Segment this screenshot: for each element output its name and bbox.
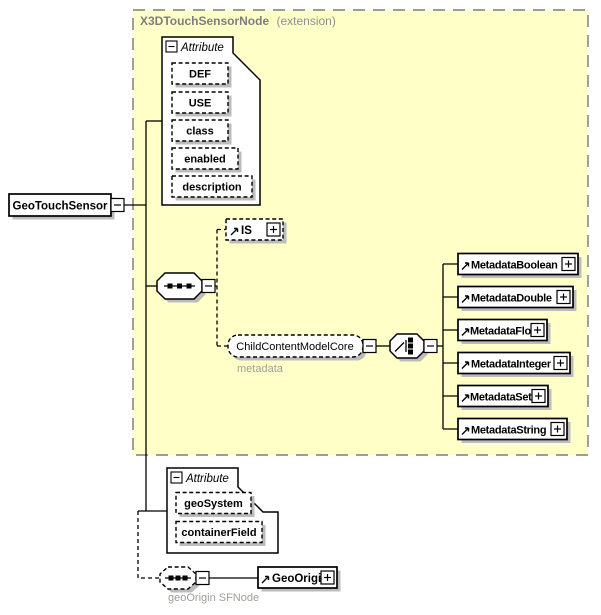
svg-text:enabled: enabled	[184, 154, 226, 166]
node-is[interactable]: IS	[225, 218, 287, 244]
collapse-icon[interactable]	[201, 278, 216, 294]
sequence-icon	[165, 575, 191, 581]
node-geotouchsensor-label: GeoTouchSensor	[13, 201, 109, 213]
expand-icon[interactable]	[553, 355, 568, 371]
attribute-group-top: Attribute DEF USE class enabled descript…	[161, 36, 261, 206]
node-metadatainteger[interactable]: MetadataInteger	[457, 351, 574, 378]
attribute-group-bottom-label: Attribute	[185, 473, 229, 485]
collapse-icon[interactable]	[170, 471, 183, 484]
node-geotouchsensor[interactable]: GeoTouchSensor	[8, 193, 125, 220]
attribute-class[interactable]: class	[171, 119, 232, 145]
expand-icon[interactable]	[550, 421, 565, 437]
attribute-use[interactable]: USE	[171, 91, 232, 117]
attribute-group-top-label: Attribute	[180, 42, 224, 54]
choice-icon	[394, 337, 413, 355]
node-metadatadouble[interactable]: MetadataDouble	[457, 285, 577, 312]
attribute-def[interactable]: DEF	[171, 62, 232, 88]
optional-sequence-compositor[interactable]	[159, 566, 210, 593]
svg-text:containerField: containerField	[181, 527, 256, 539]
node-childcontentmodelcore-label: ChildContentModelCore	[236, 341, 353, 353]
svg-text:description: description	[182, 182, 242, 194]
sequence-compositor[interactable]	[156, 272, 216, 303]
extension-region-title: X3DTouchSensorNode (extension)	[140, 14, 336, 28]
svg-text:MetadataBoolean: MetadataBoolean	[471, 260, 558, 272]
collapse-icon[interactable]	[362, 338, 377, 354]
svg-text:MetadataInteger: MetadataInteger	[471, 359, 552, 371]
attribute-enabled[interactable]: enabled	[171, 147, 242, 173]
expand-icon[interactable]	[531, 388, 546, 404]
collapse-icon[interactable]	[195, 570, 210, 586]
expand-icon[interactable]	[320, 570, 335, 585]
connector-lines	[124, 120, 458, 579]
attribute-group-bottom: Attribute geoSystem containerField	[166, 467, 279, 554]
attribute-containerfield[interactable]: containerField	[175, 520, 266, 547]
node-metadatastring[interactable]: MetadataString	[457, 417, 571, 444]
geoorigin-annotation: geoOrigin SFNode	[168, 592, 259, 604]
node-metadatafloat[interactable]: MetadataFloat	[457, 318, 551, 345]
choice-compositor[interactable]	[389, 333, 438, 362]
svg-text:class: class	[186, 126, 214, 138]
expand-icon[interactable]	[530, 322, 545, 338]
collapse-icon[interactable]	[110, 197, 125, 213]
collapse-icon[interactable]	[165, 40, 178, 53]
node-is-label: IS	[241, 225, 252, 237]
svg-text:geoSystem: geoSystem	[184, 498, 243, 510]
node-childcontentmodelcore[interactable]: ChildContentModelCore	[227, 334, 377, 361]
node-metadataboolean[interactable]: MetadataBoolean	[457, 252, 582, 279]
attribute-description[interactable]: description	[171, 175, 256, 201]
node-geoorigin-label: GeoOrigin	[272, 573, 328, 585]
node-metadataset[interactable]: MetadataSet	[457, 384, 552, 411]
svg-text:USE: USE	[189, 98, 212, 110]
svg-text:MetadataString: MetadataString	[471, 425, 546, 437]
expand-icon[interactable]	[266, 222, 281, 237]
expand-icon[interactable]	[561, 256, 576, 272]
svg-text:MetadataDouble: MetadataDouble	[471, 293, 552, 305]
expand-icon[interactable]	[556, 289, 571, 305]
svg-text:MetadataSet: MetadataSet	[470, 392, 532, 404]
node-geoorigin[interactable]: GeoOrigin	[257, 566, 341, 592]
svg-text:DEF: DEF	[189, 69, 211, 81]
collapse-icon[interactable]	[423, 338, 438, 354]
svg-text:MetadataFloat: MetadataFloat	[470, 326, 541, 338]
sequence-icon	[164, 283, 195, 289]
metadata-annotation: metadata	[237, 363, 284, 375]
attribute-geosystem[interactable]: geoSystem	[175, 491, 255, 518]
